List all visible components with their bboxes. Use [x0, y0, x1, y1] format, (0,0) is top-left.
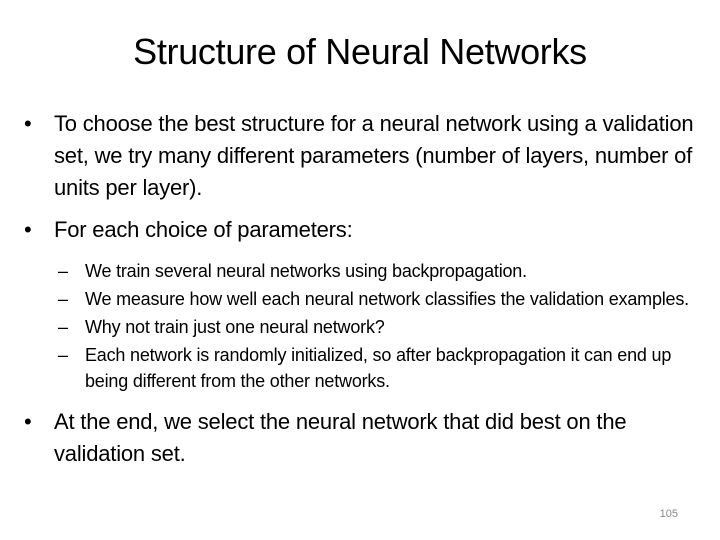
bullet-text: For each choice of parameters:	[54, 217, 353, 242]
bullet-item: • For each choice of parameters:	[0, 214, 694, 246]
page-number: 105	[659, 508, 678, 520]
sub-bullet-text: We train several neural networks using b…	[85, 261, 527, 281]
sub-bullet-item: – We train several neural networks using…	[0, 258, 690, 284]
bullet-marker: •	[24, 409, 32, 434]
sub-bullet-list: – We train several neural networks using…	[0, 258, 720, 394]
sub-bullet-item: – Each network is randomly initialized, …	[0, 342, 690, 394]
sub-bullet-marker: –	[58, 261, 68, 281]
bullet-item: • To choose the best structure for a neu…	[0, 108, 694, 204]
bullet-list: • To choose the best structure for a neu…	[0, 108, 720, 480]
bullet-marker: •	[24, 111, 32, 136]
sub-bullet-item: – We measure how well each neural networ…	[0, 286, 690, 312]
sub-bullet-text: We measure how well each neural network …	[85, 289, 689, 309]
bullet-text: To choose the best structure for a neura…	[54, 111, 694, 200]
sub-bullet-item: – Why not train just one neural network?	[0, 314, 690, 340]
sub-bullet-marker: –	[58, 345, 68, 365]
sub-bullet-text: Each network is randomly initialized, so…	[85, 345, 672, 391]
bullet-text: At the end, we select the neural network…	[54, 409, 627, 466]
bullet-marker: •	[24, 217, 32, 242]
sub-bullet-marker: –	[58, 289, 68, 309]
sub-bullet-text: Why not train just one neural network?	[85, 317, 385, 337]
sub-bullet-marker: –	[58, 317, 68, 337]
bullet-item: • At the end, we select the neural netwo…	[0, 406, 694, 470]
slide-title: Structure of Neural Networks	[133, 31, 587, 72]
